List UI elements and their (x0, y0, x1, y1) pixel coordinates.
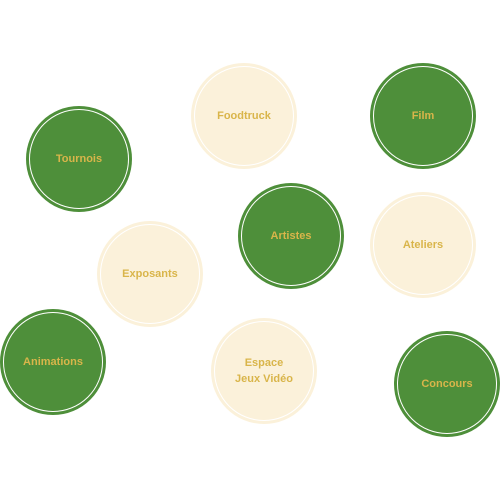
bubble-ring (100, 224, 200, 324)
bubble-label-artistes: Artistes (270, 230, 312, 242)
bubble-concours[interactable]: Concours (394, 331, 500, 437)
bubble-artistes[interactable]: Artistes (238, 183, 344, 289)
bubble-espace-jeux-video[interactable]: Espace Jeux Vidéo (211, 318, 317, 424)
bubble-ring (194, 66, 294, 166)
bubble-label-concours: Concours (421, 378, 473, 390)
bubble-foodtruck[interactable]: Foodtruck (191, 63, 297, 169)
bubble-ring (373, 66, 473, 166)
bubble-ring (3, 312, 103, 412)
bubble-label-exposants: Exposants (122, 268, 178, 280)
bubble-ring (241, 186, 341, 286)
bubble-ateliers[interactable]: Ateliers (370, 192, 476, 298)
bubble-label-ateliers: Ateliers (402, 239, 444, 251)
bubble-animations[interactable]: Animations (0, 309, 106, 415)
bubble-label-foodtruck: Foodtruck (217, 110, 271, 122)
bubble-label-tournois: Tournois (55, 153, 103, 165)
bubble-film[interactable]: Film (370, 63, 476, 169)
bubble-exposants[interactable]: Exposants (97, 221, 203, 327)
bubble-ring (214, 321, 314, 421)
bubble-tournois[interactable]: Tournois (26, 106, 132, 212)
bubble-ring (29, 109, 129, 209)
bubble-ring (397, 334, 497, 434)
bubble-label-espace-jeux-video: Espace Jeux Vidéo (235, 357, 293, 385)
bubble-label-animations: Animations (23, 356, 83, 368)
bubble-ring (373, 195, 473, 295)
bubble-label-film: Film (411, 110, 435, 122)
